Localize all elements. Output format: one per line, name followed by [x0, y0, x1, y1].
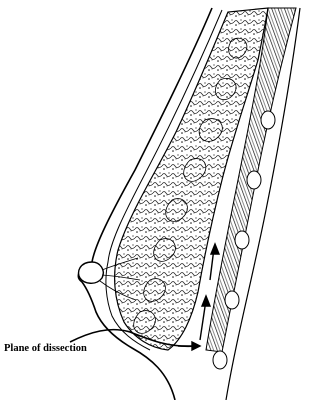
- nipple: [79, 262, 104, 283]
- plane-of-dissection-label: Plane of dissection: [4, 343, 87, 354]
